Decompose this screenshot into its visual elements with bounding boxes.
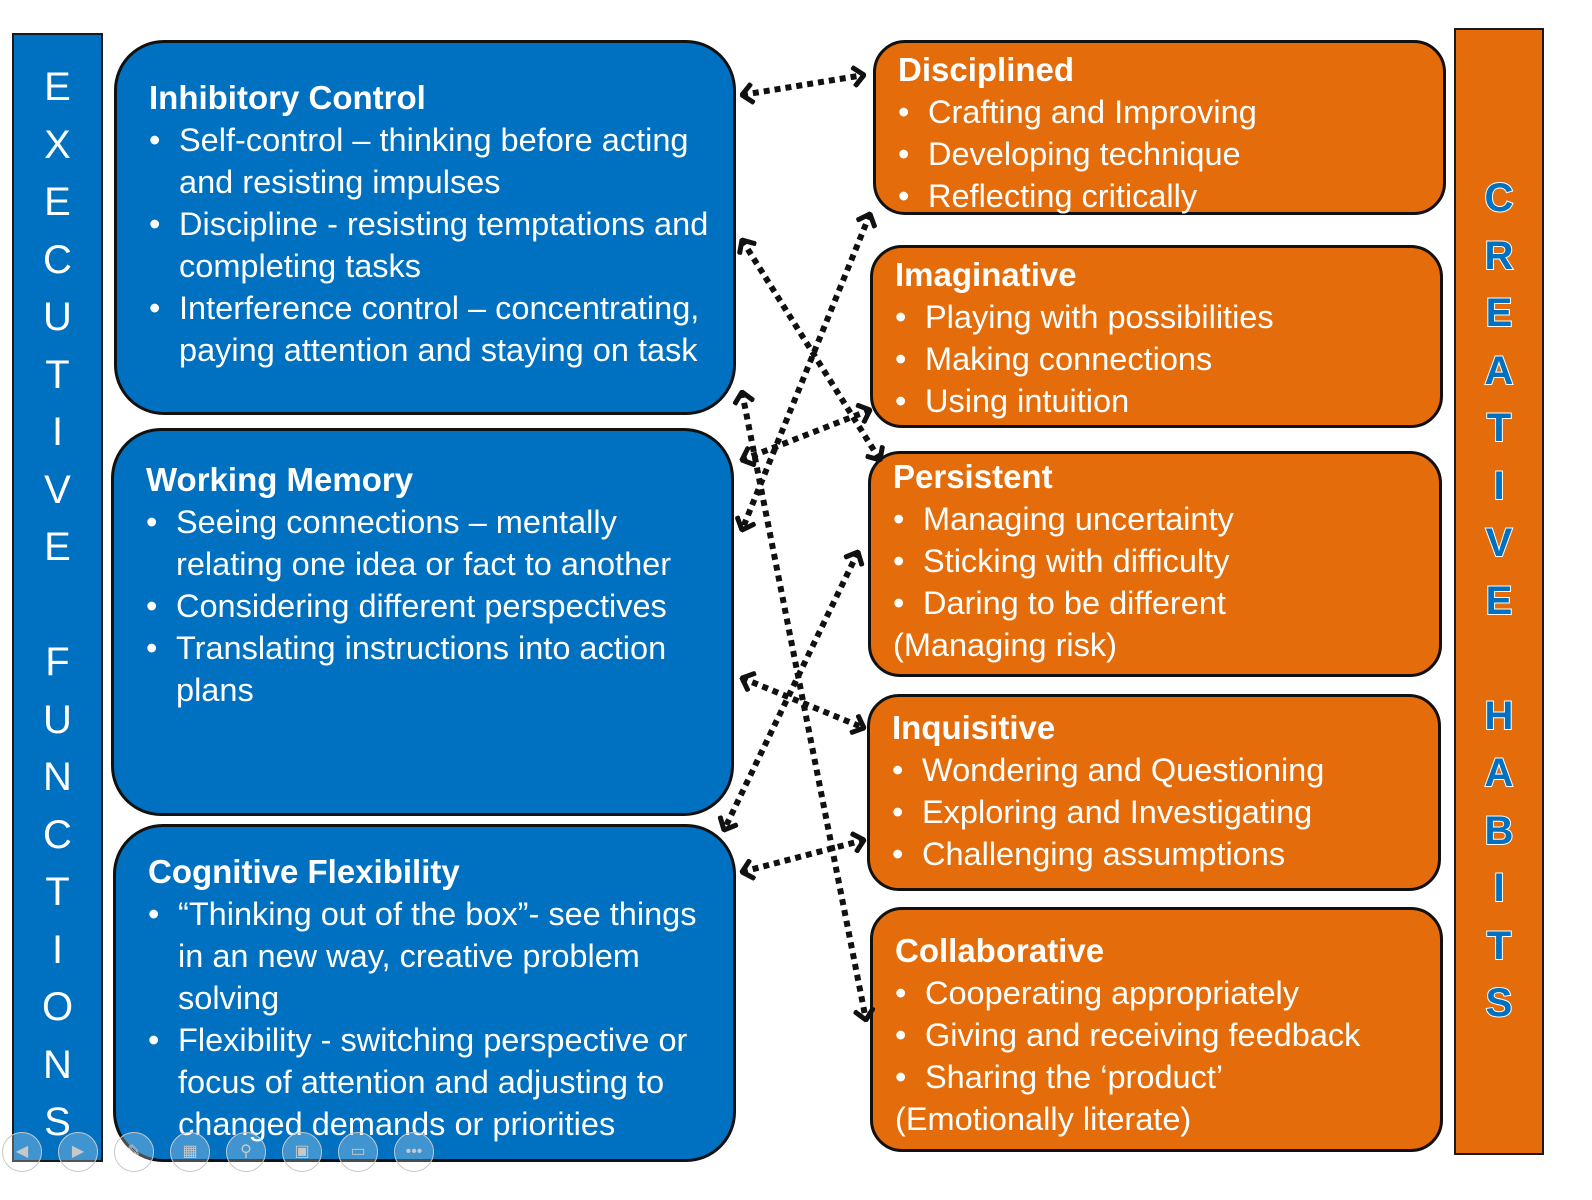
arrow-inhibitory-disciplined <box>742 75 864 95</box>
label-letter: S <box>1485 980 1514 1026</box>
bullet-list: Crafting and Improving Developing techni… <box>898 91 1433 217</box>
list-item: Reflecting critically <box>898 175 1433 217</box>
arrow-persistent-working <box>724 552 858 830</box>
list-item: “Thinking out of the box”- see things in… <box>148 893 723 1019</box>
bullet-list: Self-control – thinking before acting an… <box>149 119 723 371</box>
bullet-list: “Thinking out of the box”- see things in… <box>148 893 723 1145</box>
prev-icon[interactable]: ◀ <box>2 1132 42 1172</box>
next-icon[interactable]: ▶ <box>58 1132 98 1172</box>
label-letter: C <box>43 237 72 282</box>
label-letter: V <box>1485 520 1514 566</box>
label-letter: E <box>1485 290 1514 336</box>
box-title: Imaginative <box>895 256 1077 293</box>
box-title: Collaborative <box>895 932 1105 969</box>
label-letter: F <box>45 640 70 684</box>
bullet-list: Managing uncertainty Sticking with diffi… <box>893 498 1429 624</box>
label-letter: I <box>1492 463 1505 509</box>
list-item: Developing technique <box>898 133 1433 175</box>
list-item: Self-control – thinking before acting an… <box>149 119 723 203</box>
working-memory-box: Working Memory Seeing connections – ment… <box>111 428 734 816</box>
label-letter: T <box>45 870 70 914</box>
box-title: Cognitive Flexibility <box>148 853 460 890</box>
list-item: Daring to be different <box>893 582 1429 624</box>
subtitles-icon[interactable]: ▣ <box>282 1132 322 1172</box>
list-item: Discipline - resisting temptations and c… <box>149 203 723 287</box>
arrow-inhibitory-persistent <box>742 240 880 460</box>
arrow-disciplined-working <box>742 214 870 530</box>
list-item: Translating instructions into action pla… <box>146 627 721 711</box>
pen-icon[interactable]: ✎ <box>114 1132 154 1172</box>
more-icon[interactable]: ••• <box>394 1132 434 1172</box>
imaginative-box: Imaginative Playing with possibilities M… <box>870 245 1443 428</box>
bullet-list: Cooperating appropriately Giving and rec… <box>895 972 1430 1098</box>
collaborative-box: Collaborative Cooperating appropriately … <box>870 907 1443 1152</box>
label-letter: C <box>1484 175 1515 221</box>
list-item: Interference control – concentrating, pa… <box>149 287 723 371</box>
label-letter: R <box>1484 233 1515 279</box>
box-title: Disciplined <box>898 51 1075 88</box>
video-off-icon[interactable]: ▭ <box>338 1132 378 1172</box>
label-letter: B <box>1484 808 1515 854</box>
label-letter: N <box>43 1042 72 1087</box>
box-note: (Emotionally literate) <box>895 1101 1192 1137</box>
list-item: Sticking with difficulty <box>893 540 1429 582</box>
label-letter: E <box>44 525 71 569</box>
list-item: Using intuition <box>895 380 1430 422</box>
label-letter: A <box>1484 750 1515 796</box>
list-item: Crafting and Improving <box>898 91 1433 133</box>
label-letter: E <box>44 65 71 109</box>
box-title: Inquisitive <box>892 709 1056 746</box>
list-item: Cooperating appropriately <box>895 972 1430 1014</box>
label-letter: I <box>51 927 64 972</box>
list-item: Considering different perspectives <box>146 585 721 627</box>
list-item: Playing with possibilities <box>895 296 1430 338</box>
inquisitive-box: Inquisitive Wondering and Questioning Ex… <box>867 694 1441 891</box>
label-letter: H <box>1484 693 1515 739</box>
zoom-icon[interactable]: ⚲ <box>226 1132 266 1172</box>
slides-grid-icon[interactable]: ▦ <box>170 1132 210 1172</box>
label-letter: C <box>43 812 72 857</box>
list-item: Making connections <box>895 338 1430 380</box>
list-item: Giving and receiving feedback <box>895 1014 1430 1056</box>
bullet-list: Seeing connections – mentally relating o… <box>146 501 721 711</box>
label-letter: T <box>1486 405 1512 451</box>
label-letter: V <box>44 467 71 512</box>
box-title: Inhibitory Control <box>149 79 426 116</box>
persistent-box: Persistent Managing uncertainty Sticking… <box>868 451 1442 677</box>
disciplined-box: Disciplined Crafting and Improving Devel… <box>873 40 1446 217</box>
cognitive-flexibility-box: Cognitive Flexibility “Thinking out of t… <box>113 824 736 1162</box>
list-item: Seeing connections – mentally relating o… <box>146 501 721 585</box>
list-item: Flexibility - switching perspective or f… <box>148 1019 723 1145</box>
list-item: Wondering and Questioning <box>892 749 1428 791</box>
label-letter: E <box>44 180 71 224</box>
label-letter: I <box>51 410 64 454</box>
label-letter: O <box>41 985 74 1029</box>
list-item: Exploring and Investigating <box>892 791 1428 833</box>
inhibitory-control-box: Inhibitory Control Self-control – thinki… <box>114 40 736 415</box>
label-letter: X <box>44 122 71 167</box>
label-letter: E <box>1485 578 1514 624</box>
slideshow-toolbar: ◀ ▶ ✎ ▦ ⚲ ▣ ▭ ••• <box>0 1132 440 1176</box>
list-item: Sharing the ‘product’ <box>895 1056 1430 1098</box>
box-note: (Managing risk) <box>893 627 1117 663</box>
label-letter: U <box>43 295 72 339</box>
bullet-list: Playing with possibilities Making connec… <box>895 296 1430 422</box>
label-letter: N <box>43 755 72 799</box>
label-letter: T <box>1486 923 1512 969</box>
arrow-imaginative-working <box>742 410 870 460</box>
arrow-cognitive-inquisitive <box>742 840 864 872</box>
label-letter: I <box>1492 865 1505 911</box>
label-letter: U <box>43 697 72 742</box>
list-item: Challenging assumptions <box>892 833 1428 875</box>
label-letter: T <box>45 352 70 397</box>
box-title: Persistent <box>893 458 1053 495</box>
box-title: Working Memory <box>146 461 414 498</box>
label-letter: A <box>1484 348 1515 394</box>
list-item: Managing uncertainty <box>893 498 1429 540</box>
bullet-list: Wondering and Questioning Exploring and … <box>892 749 1428 875</box>
